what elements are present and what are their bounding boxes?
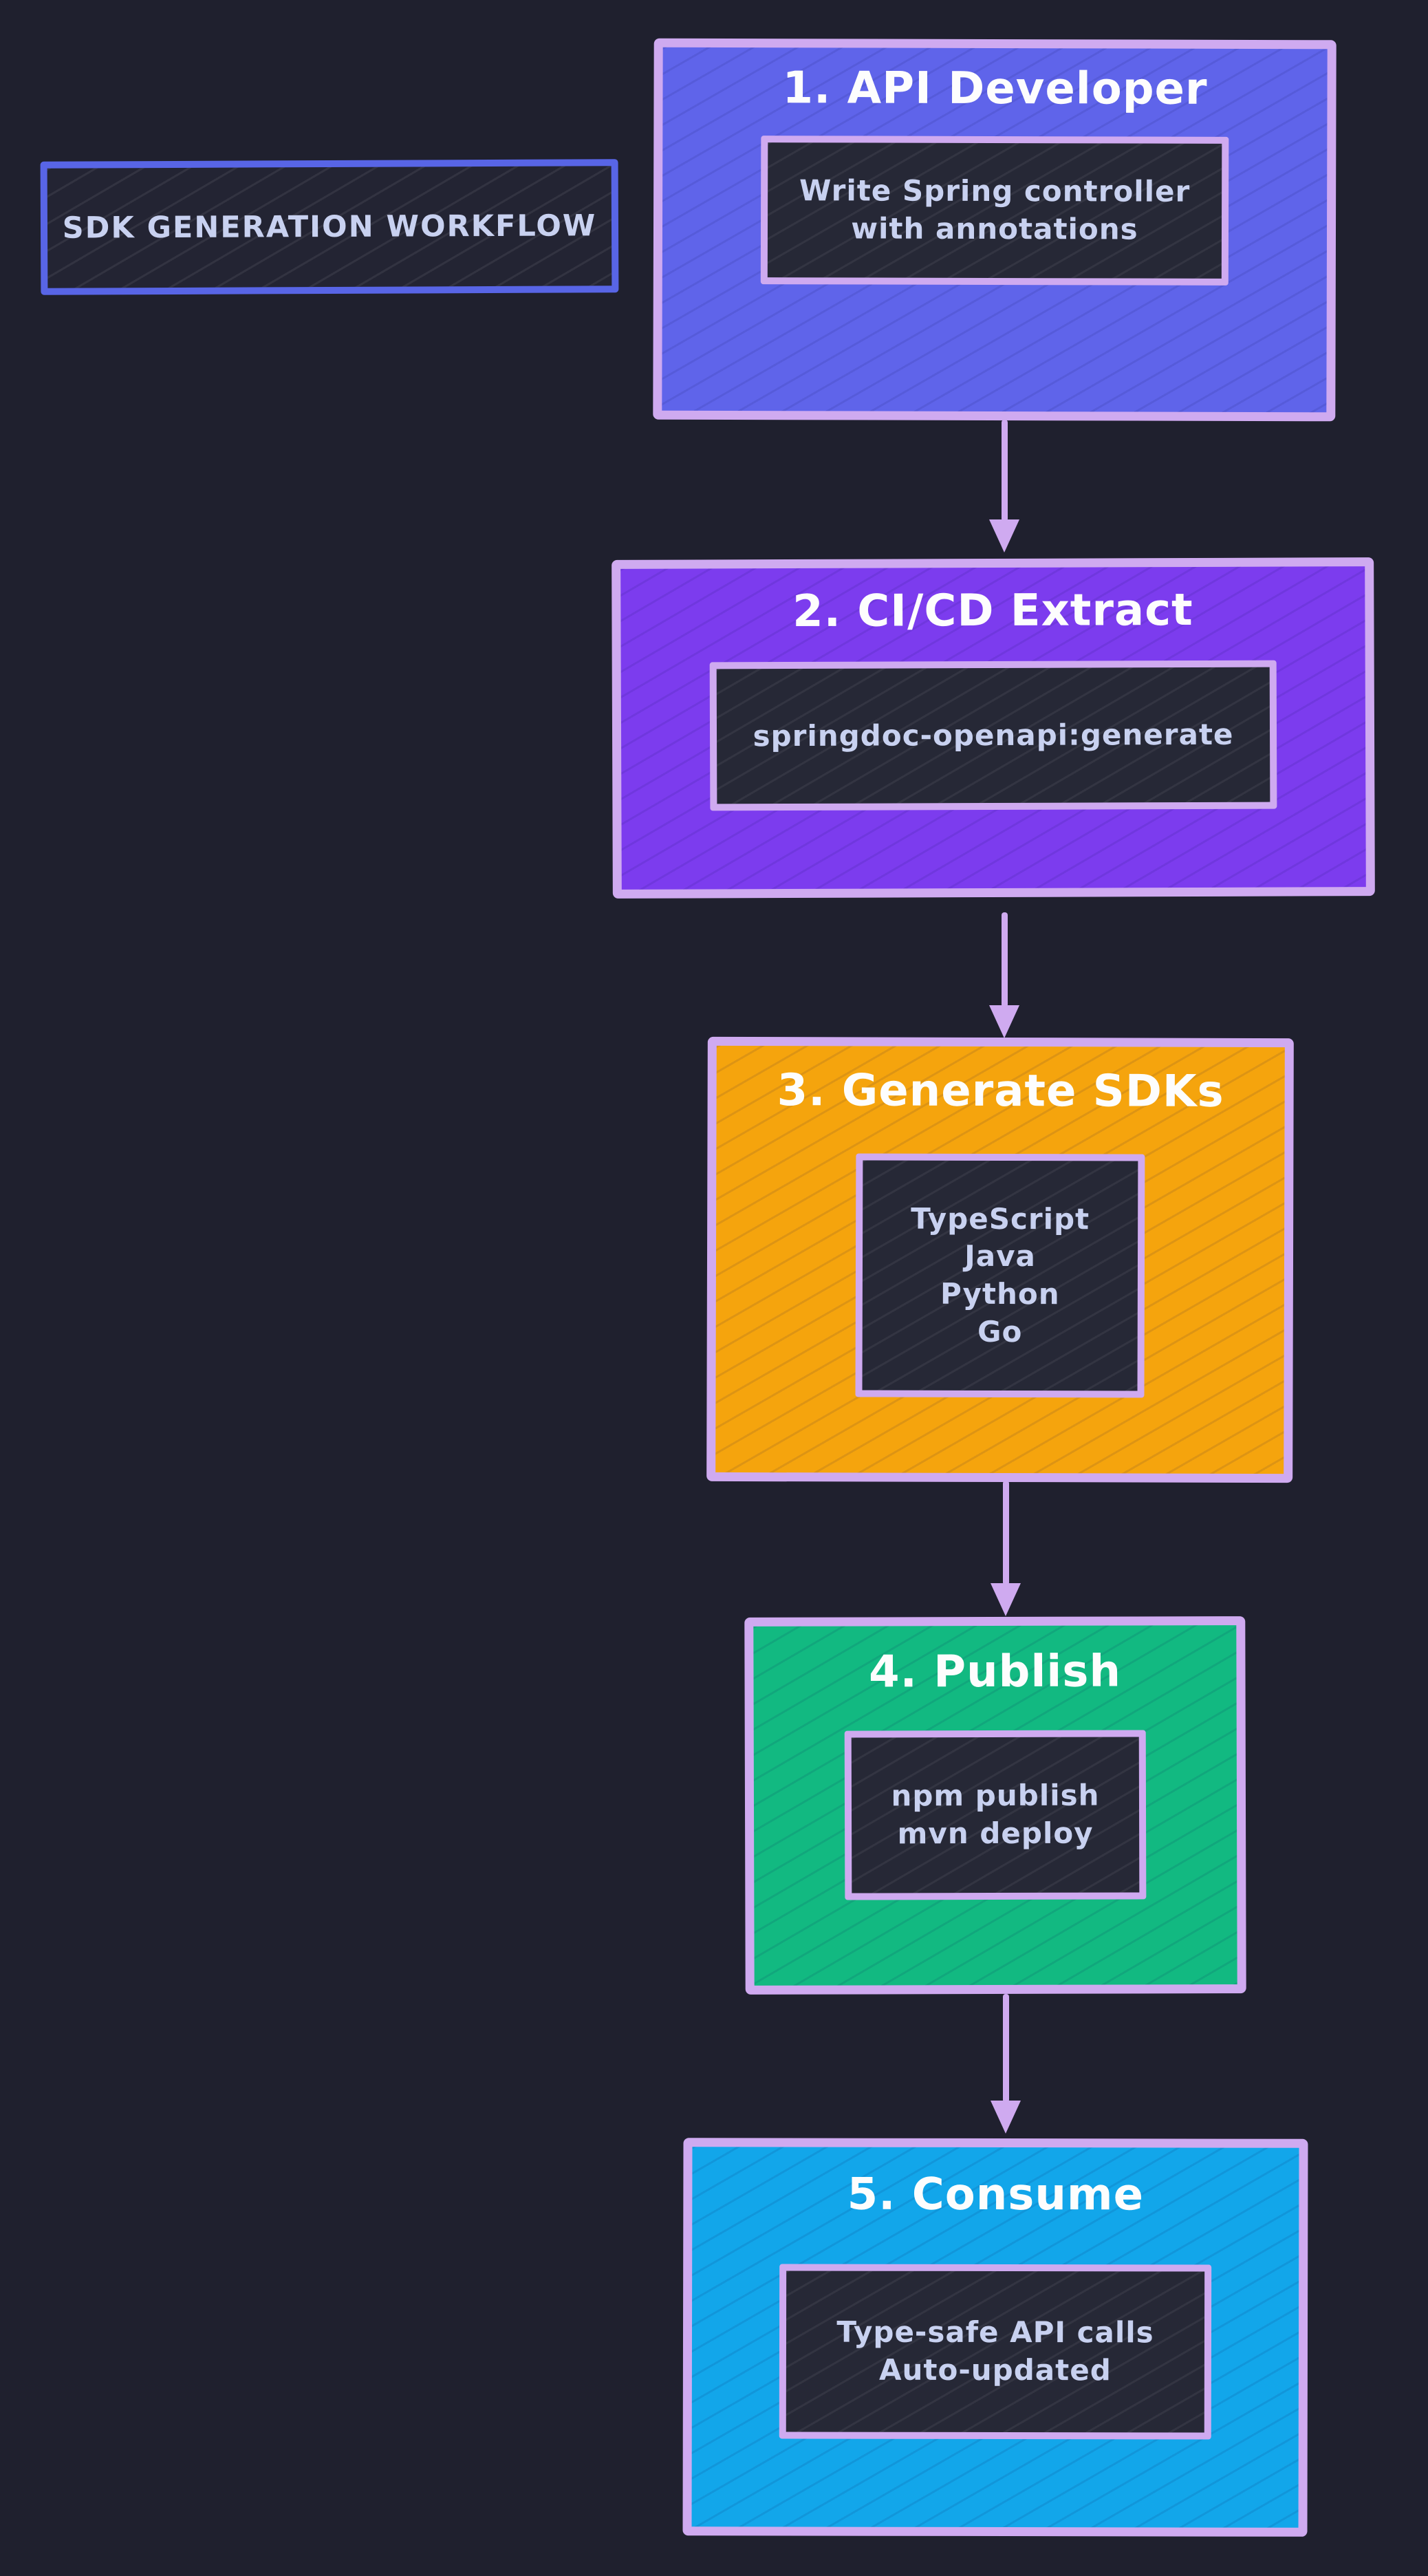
step-box-consume: 5. Consume Type-safe API calls Auto-upda… <box>682 2138 1308 2537</box>
step-title: 5. Consume <box>847 2169 1145 2221</box>
step-title: 3. Generate SDKs <box>777 1065 1224 1117</box>
step-detail-box: springdoc-openapi:generate <box>709 660 1277 811</box>
step-title: 2. CI/CD Extract <box>792 584 1193 638</box>
workflow-title-badge: SDK GENERATION WORKFLOW <box>40 159 619 295</box>
step-detail-box: npm publish mvn deploy <box>844 1730 1147 1900</box>
flow-arrow-2 <box>989 912 1019 1038</box>
step-box-cicd-extract: 2. CI/CD Extract springdoc-openapi:gener… <box>612 557 1375 899</box>
step-detail-box: Write Spring controller with annotations <box>760 136 1229 286</box>
step-title: 4. Publish <box>868 1646 1122 1698</box>
step-detail-box: Type-safe API calls Auto-updated <box>779 2264 1212 2440</box>
step-detail-text: springdoc-openapi:generate <box>753 717 1234 753</box>
step-box-generate-sdks: 3. Generate SDKs TypeScript Java Python … <box>706 1036 1294 1483</box>
arrow-line <box>1001 420 1008 522</box>
step-detail-text: Type-safe API calls Auto-updated <box>836 2315 1154 2387</box>
step-detail-text: npm publish mvn deploy <box>891 1779 1100 1851</box>
step-detail-text: Write Spring controller with annotations <box>799 173 1191 246</box>
arrow-head-icon <box>991 1583 1021 1616</box>
flow-arrow-1 <box>989 420 1019 552</box>
step-detail-box: TypeScript Java Python Go <box>855 1153 1145 1398</box>
step-box-api-developer: 1. API Developer Write Spring controller… <box>653 38 1337 422</box>
step-detail-text: TypeScript Java Python Go <box>911 1201 1090 1349</box>
arrow-head-icon <box>989 519 1019 552</box>
flow-arrow-3 <box>991 1481 1021 1616</box>
workflow-title: SDK GENERATION WORKFLOW <box>62 208 597 246</box>
flow-arrow-4 <box>991 1994 1021 2134</box>
step-box-publish: 4. Publish npm publish mvn deploy <box>744 1616 1246 1995</box>
arrow-line <box>1002 1994 1009 2103</box>
arrow-head-icon <box>991 2101 1021 2134</box>
arrow-head-icon <box>989 1005 1019 1038</box>
step-title: 1. API Developer <box>782 63 1208 115</box>
arrow-line <box>1001 912 1008 1007</box>
arrow-line <box>1002 1481 1009 1585</box>
